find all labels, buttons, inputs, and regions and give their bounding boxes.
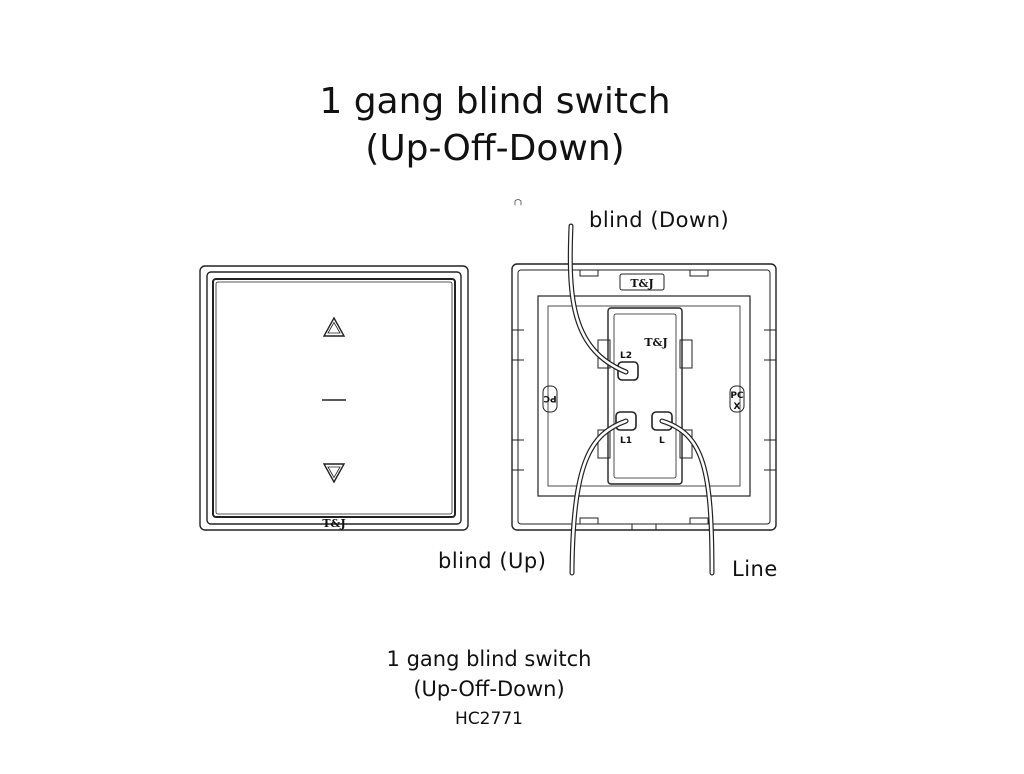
model-number: HC2771 <box>455 709 523 729</box>
switch-front-view <box>199 265 469 531</box>
switch-module-inner <box>613 313 677 479</box>
stray-mark <box>514 199 522 206</box>
terminal-label-l1: L1 <box>620 436 632 446</box>
switch-module <box>607 307 683 485</box>
wire-up-core <box>570 419 628 575</box>
up-triangle-inner <box>327 321 341 334</box>
wire-line-core <box>660 419 714 575</box>
frame-brand-logo: T&J <box>630 277 653 290</box>
down-triangle-icon <box>322 463 346 484</box>
wire-line <box>659 418 715 576</box>
terminal-l1 <box>615 411 637 431</box>
front-brand-logo: T&J <box>322 517 345 530</box>
caption-line2: (Up-Off-Down) <box>413 677 565 701</box>
right-material-mark: PC <box>730 391 744 401</box>
wire-label-up: blind (Up) <box>438 549 547 573</box>
wire-down-core <box>568 224 628 374</box>
switch-back-view <box>511 263 777 531</box>
mounting-plate-inner <box>547 305 741 487</box>
front-inner-frame <box>206 271 462 525</box>
left-material-mark: PC <box>543 393 557 403</box>
page-title-line1: 1 gang blind switch <box>319 81 671 122</box>
recycle-mark: X <box>734 402 741 412</box>
right-material-tab <box>729 385 745 413</box>
bottom-clips <box>579 517 709 524</box>
rocker-plate <box>212 278 456 518</box>
page-title-line2: (Up-Off-Down) <box>365 128 625 169</box>
caption-line1: 1 gang blind switch <box>386 647 592 671</box>
rocker-plate-inner <box>215 281 453 515</box>
wire-up <box>569 418 629 576</box>
mounting-plate <box>537 295 751 497</box>
module-brand-logo: T&J <box>644 336 667 349</box>
wire-label-down: blind (Down) <box>589 208 730 232</box>
module-right-ear-top <box>679 339 693 369</box>
left-material-tab <box>542 385 558 413</box>
module-left-ear-bottom <box>597 429 611 459</box>
wire-label-line: Line <box>732 557 778 581</box>
terminal-label-l2: L2 <box>620 351 632 361</box>
right-clips <box>764 329 776 471</box>
terminal-l <box>651 411 673 431</box>
wires <box>514 199 715 576</box>
bottom-notch <box>631 523 657 531</box>
up-triangle-icon <box>322 316 346 337</box>
front-outer-frame <box>199 265 469 531</box>
terminal-label-l: L <box>659 436 665 446</box>
frame-brand-box <box>619 273 665 291</box>
top-clips <box>579 270 709 277</box>
left-clips <box>512 329 524 471</box>
down-triangle-inner <box>327 466 341 479</box>
